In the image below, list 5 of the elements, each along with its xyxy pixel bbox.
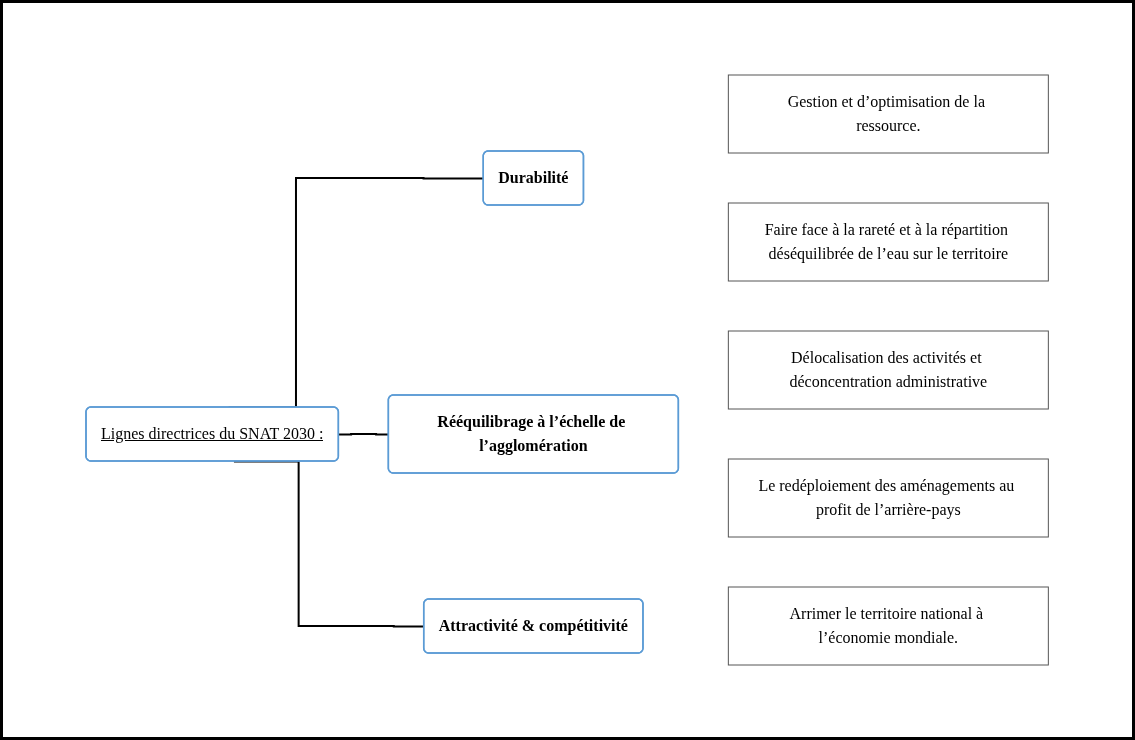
node-box: Arrimer le territoire national à l’économie mondiale. — [728, 586, 1050, 666]
node-box: Faire face à la rareté et à la répartition déséquilibrée de l’eau sur le territoire — [728, 202, 1050, 282]
node-box: Le redéploiement des aménagements au profit de l’arrière-pays — [728, 458, 1050, 538]
node-box: Gestion et d’optimisation de la ressource. — [728, 74, 1050, 154]
node-box: Délocalisation des activités et déconcentration administrative — [728, 330, 1050, 410]
